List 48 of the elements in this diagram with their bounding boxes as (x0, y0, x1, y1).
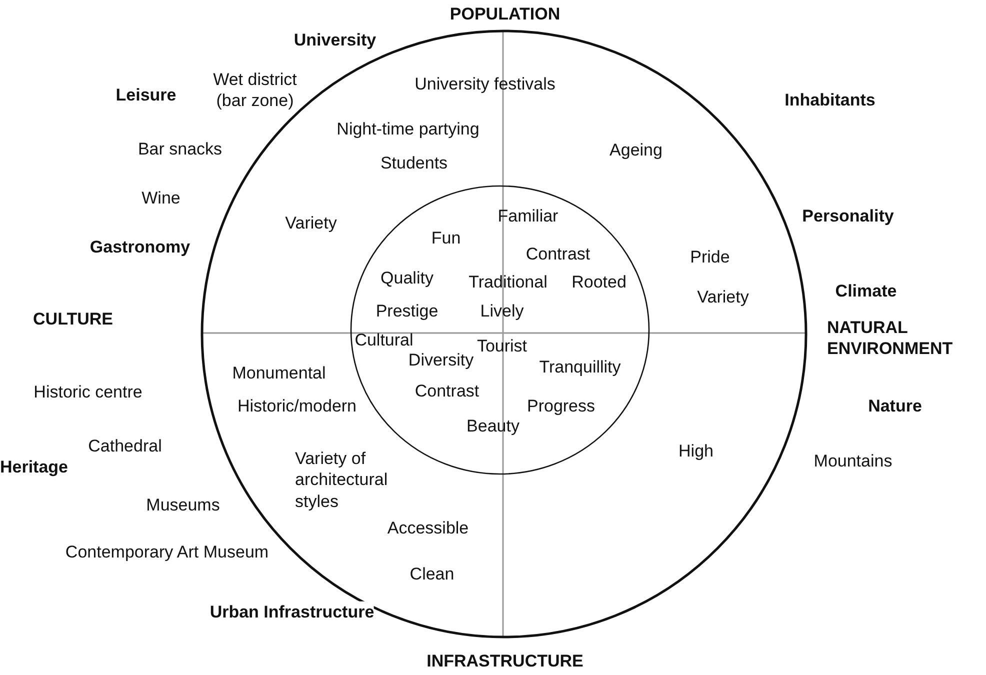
attribute-label: Rooted (572, 271, 626, 293)
attribute-label: High (678, 440, 714, 462)
attribute-label: Prestige (376, 300, 438, 322)
attribute-label: Contrast (414, 380, 480, 402)
attribute-label: Traditional (468, 271, 548, 293)
attribute-label: Lively (480, 300, 524, 322)
attribute-label: Cathedral (88, 435, 162, 457)
attribute-label: Accessible (387, 517, 469, 539)
category-label: POPULATION (450, 3, 560, 25)
attribute-label: Monumental (232, 362, 326, 384)
category-label: Inhabitants (784, 89, 876, 111)
attribute-label: Familiar (498, 205, 558, 227)
attribute-label: Historic/modern (237, 395, 357, 417)
attribute-label: Diversity (408, 349, 474, 371)
attribute-label: Tranquillity (539, 356, 621, 378)
attribute-label: Students (380, 152, 448, 174)
attribute-label: Variety of architectural styles (295, 448, 389, 512)
attribute-label: Wet district (bar zone) (212, 68, 298, 112)
category-label: INFRASTRUCTURE (426, 650, 584, 672)
attribute-label: Beauty (466, 415, 520, 437)
attribute-label: University festivals (414, 73, 556, 95)
category-label: University (294, 29, 376, 51)
attribute-label: Quality (380, 267, 434, 289)
attribute-label: Ageing (610, 139, 662, 161)
category-label: CULTURE (33, 308, 113, 330)
attribute-label: Cultural (354, 329, 414, 351)
attribute-label: Night-time partying (336, 118, 480, 140)
attribute-label: Mountains (814, 450, 892, 472)
category-label: Climate (835, 280, 897, 302)
attribute-label: Variety (697, 286, 749, 308)
category-label: NATURAL ENVIRONMENT (827, 316, 954, 360)
attribute-label: Tourist (476, 335, 528, 357)
attribute-label: Wine (142, 187, 180, 209)
attribute-label: Museums (146, 494, 220, 516)
attribute-label: Historic centre (34, 381, 142, 403)
attribute-label: Clean (410, 563, 454, 585)
category-label: Personality (802, 205, 894, 227)
attribute-label: Bar snacks (138, 138, 222, 160)
attribute-label: Progress (526, 395, 596, 417)
category-label: Leisure (116, 84, 176, 106)
attribute-label: Contrast (526, 243, 590, 265)
attribute-label: Contemporary Art Museum (65, 541, 269, 563)
attribute-label: Variety (285, 212, 337, 234)
category-label: Gastronomy (90, 236, 190, 258)
category-label: Heritage (0, 456, 68, 478)
attribute-label: Pride (690, 246, 730, 268)
attribute-label: Fun (431, 227, 461, 249)
category-label: Nature (868, 395, 922, 417)
